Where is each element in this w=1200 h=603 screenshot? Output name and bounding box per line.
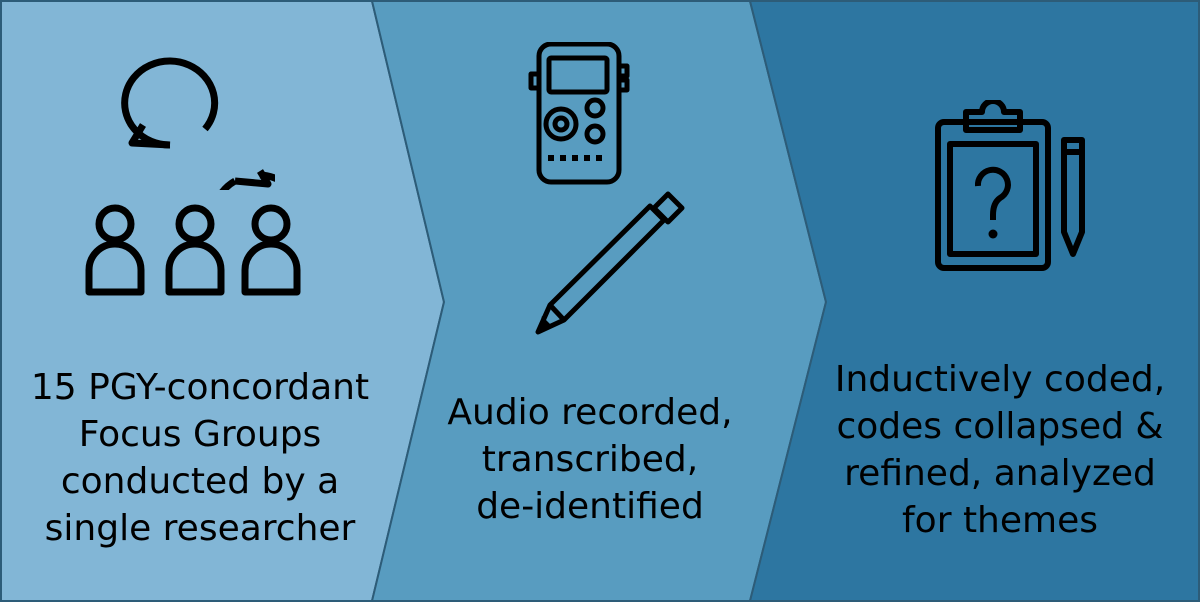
speech-bubbles-icon [121, 57, 275, 190]
group-people-icon [85, 204, 301, 296]
step-3-text: Inductively coded, codes collapsed & ref… [834, 359, 1166, 541]
voice-recorder-icon [528, 42, 630, 185]
step-2-text: Audio recorded, transcribed, de-identifi… [447, 392, 733, 527]
step-1-text: 15 PGY-concordant Focus Groups conducted… [30, 367, 370, 549]
clipboard-question-icon [935, 100, 1085, 271]
step-3-chevron [748, 0, 1200, 602]
pencil-icon [535, 191, 685, 335]
